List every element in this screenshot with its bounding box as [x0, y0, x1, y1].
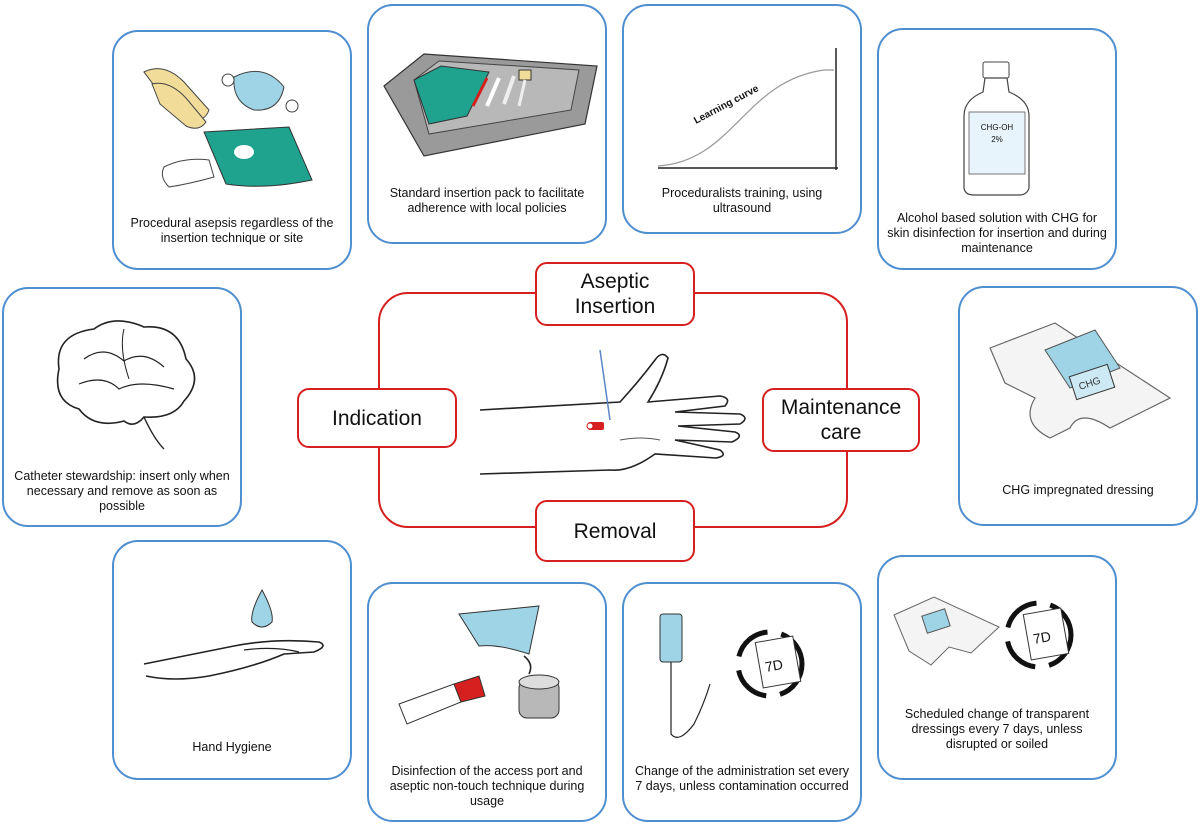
dressing-calendar-icon: 7D — [893, 596, 1074, 670]
bottle-label-chg: CHG-OH — [981, 123, 1014, 132]
card-admin-set: 7D Change of the administration set ever… — [622, 582, 862, 822]
card-stewardship-caption: Catheter stewardship: insert only when n… — [14, 469, 230, 513]
chg-bottle-icon: CHG-OH 2% — [963, 61, 1030, 196]
card-chg-dressing-caption: CHG impregnated dressing — [1002, 483, 1154, 497]
card-port-disinfection-caption: Disinfection of the access port and asep… — [389, 764, 585, 808]
card-admin-set-caption: Change of the administration set every 7… — [634, 764, 849, 793]
brain-icon — [56, 320, 196, 450]
insertion-pack-tray-icon — [383, 53, 598, 157]
hand-with-catheter-illustration — [479, 349, 746, 475]
card-training-caption: Proceduralists training, using ultrasoun… — [661, 186, 823, 215]
card-hand-hygiene-caption: Hand Hygiene — [192, 740, 272, 754]
card-procedural-asepsis-caption: Procedural asepsis regardless of the ins… — [130, 216, 334, 245]
calendar-label-dressing: 7D — [1032, 628, 1052, 647]
phase-indication: Indication — [297, 388, 457, 448]
card-training: Learning curve Proceduralists training, … — [622, 4, 862, 234]
card-dressing-change: 7D Scheduled change of transparent dress… — [877, 555, 1117, 780]
port-disinfection-icon — [398, 605, 560, 725]
chg-dressing-icon: CHG — [989, 322, 1172, 439]
phase-removal: Removal — [535, 500, 695, 562]
card-insertion-pack: Standard insertion pack to facilitate ad… — [367, 4, 607, 244]
card-chg-solution-caption: Alcohol based solution with CHG for skin… — [887, 211, 1107, 255]
hand-hygiene-icon — [143, 588, 324, 680]
bottle-label-percent: 2% — [991, 135, 1003, 144]
card-chg-solution: CHG-OH 2% Alcohol based solution with CH… — [877, 28, 1117, 270]
phase-maintenance-care: Maintenance care — [762, 388, 920, 452]
card-port-disinfection: Disinfection of the access port and asep… — [367, 582, 607, 822]
infusion-set-calendar-icon: 7D — [659, 613, 805, 738]
card-chg-dressing: CHG CHG impregnated dressing — [958, 286, 1198, 526]
card-stewardship: Catheter stewardship: insert only when n… — [2, 287, 242, 527]
calendar-label-admin: 7D — [764, 656, 784, 675]
card-procedural-asepsis: Procedural asepsis regardless of the ins… — [112, 30, 352, 270]
card-dressing-change-caption: Scheduled change of transparent dressing… — [904, 707, 1090, 751]
learning-curve-chart-icon: Learning curve — [657, 48, 838, 170]
phase-aseptic-insertion: Aseptic Insertion — [535, 262, 695, 326]
card-insertion-pack-caption: Standard insertion pack to facilitate ad… — [389, 186, 585, 215]
card-hand-hygiene: Hand Hygiene — [112, 540, 352, 780]
gloves-mask-drape-icon — [143, 68, 313, 188]
learning-curve-label: Learning curve — [692, 83, 761, 127]
